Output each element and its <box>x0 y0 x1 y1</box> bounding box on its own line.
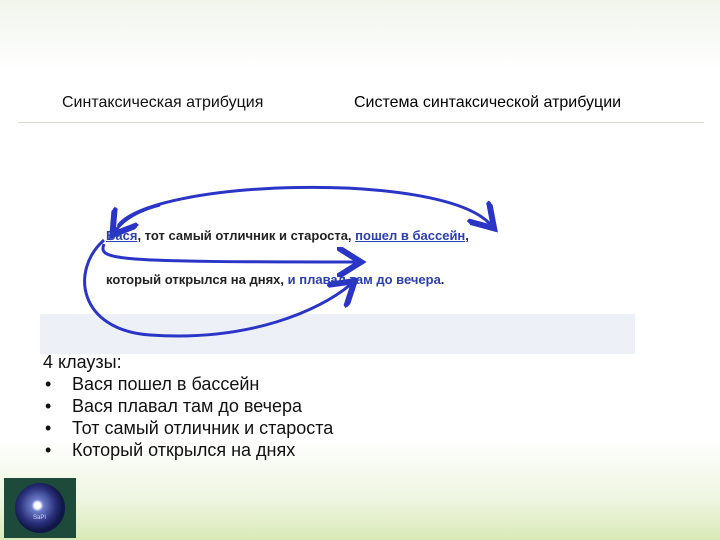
list-item: • Тот самый отличник и староста <box>43 417 333 439</box>
list-item-text: Вася плавал там до вечера <box>72 396 303 416</box>
arrow-to-kotoryi <box>101 243 355 262</box>
phrase-plaval: и плавал там до вечера <box>287 272 441 287</box>
list-item: • Вася плавал там до вечера <box>43 395 333 417</box>
bullet: • <box>45 440 52 460</box>
header-divider <box>18 122 704 123</box>
clauses-heading: 4 клаузы: <box>43 352 122 372</box>
sentence-line-1: Вася, тот самый отличник и староста, пош… <box>106 228 469 243</box>
sentence-line-2: который открылся на днях, и плавал там д… <box>106 272 444 287</box>
bullet: • <box>45 396 52 416</box>
arrow-bottom-loop <box>83 238 350 338</box>
phrase-kotoryi: который открылся на днях, <box>106 272 288 287</box>
list-item-text: Который открылся на днях <box>72 440 296 460</box>
arrow-to-vasya <box>116 203 161 230</box>
list-item-text: Вася пошел в бассейн <box>72 374 260 394</box>
list-item: • Который открылся на днях <box>43 439 333 461</box>
phrase-poshel: пошел в бассейн <box>355 228 466 243</box>
slide-title-right: Система синтаксической атрибуции <box>354 94 622 111</box>
comma: , <box>465 228 469 243</box>
logo-text: SaPI <box>33 515 47 521</box>
phrase-otlichnik: , тот самый отличник и староста, <box>137 228 356 243</box>
list-item-text: Тот самый отличник и староста <box>72 418 334 438</box>
logo: SaPI <box>4 478 76 538</box>
slide-subtitle-left: Синтаксическая атрибуция <box>62 94 264 111</box>
period: . <box>440 272 445 287</box>
star-emblem-icon: SaPI <box>15 483 65 533</box>
arrow-top-arc <box>116 185 490 226</box>
list-item: • Вася пошел в бассейн <box>43 373 333 395</box>
word-vasya: Вася <box>106 228 138 243</box>
clauses-list: 4 клаузы: • Вася пошел в бассейн • Вася пл… <box>43 351 333 461</box>
bullet: • <box>45 374 52 394</box>
bullet: • <box>45 418 52 438</box>
